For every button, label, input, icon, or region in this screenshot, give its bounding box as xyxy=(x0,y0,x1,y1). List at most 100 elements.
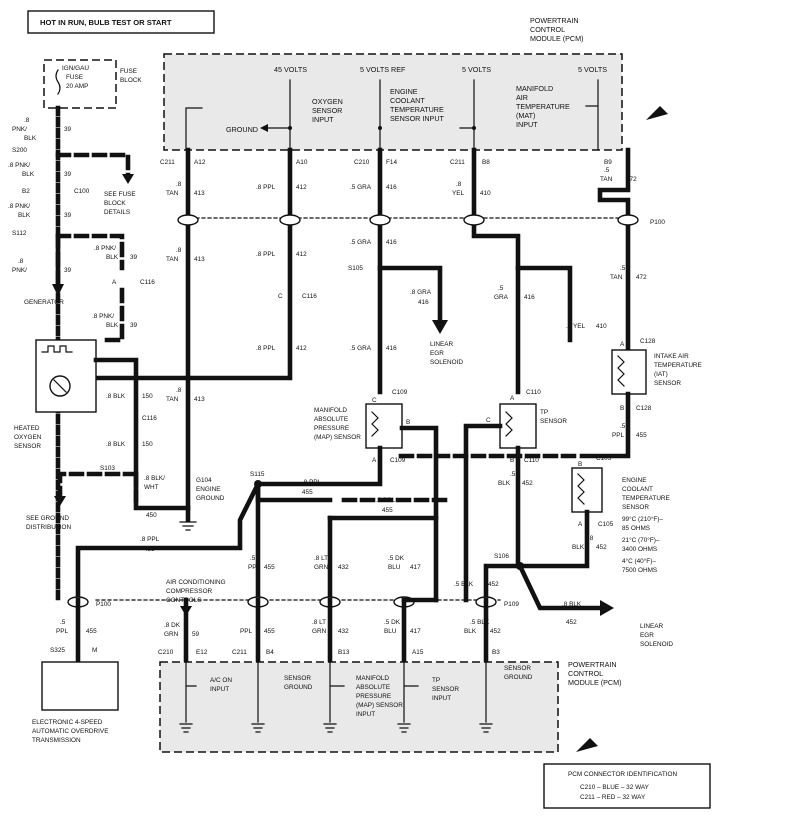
o2-input-1: OXYGEN xyxy=(312,97,343,106)
map-label-4: (MAP) SENSOR xyxy=(314,434,361,441)
pcm-iat-internal xyxy=(585,79,599,151)
w59-color: GRN xyxy=(164,631,179,638)
w413-size-2: .8 xyxy=(176,247,182,254)
power-condition-text: HOT IN RUN, BULB TEST OR START xyxy=(40,18,172,27)
w150-label-2: .8 BLK xyxy=(106,441,126,448)
w452-ect-color: BLK xyxy=(572,544,585,551)
fuse-label-line3: 20 AMP xyxy=(66,83,88,90)
o2-label-2: OXYGEN xyxy=(14,434,42,441)
pin-b9: B9 xyxy=(604,159,612,166)
wire2-size: .8 PNK/ xyxy=(8,162,30,169)
pin-c211-bot: C211 xyxy=(232,649,247,656)
fuse-block-label-1: FUSE xyxy=(120,68,137,75)
w455-iat-color: PPL xyxy=(612,432,625,439)
w417-num-2: 417 xyxy=(410,628,421,635)
trans-label-2: AUTOMATIC OVERDRIVE xyxy=(32,728,108,735)
w416-label-1: .5 GRA xyxy=(350,184,372,191)
tp-label-1: TP xyxy=(540,409,548,416)
branch-to-c116 xyxy=(55,233,125,271)
w455-down-size: .5 xyxy=(250,555,256,562)
pin-e12: E12 xyxy=(196,649,208,656)
w452-bot-num: 452 xyxy=(488,581,499,588)
w412-label-2: .8 PPL xyxy=(256,251,276,258)
wire-410-drop xyxy=(515,265,573,343)
w412-num-2: 412 xyxy=(296,251,307,258)
pcm-node-1 xyxy=(288,126,292,130)
w472-size: .5 xyxy=(604,167,610,174)
o2-label-3: SENSOR xyxy=(14,443,41,450)
pcm-top-title-2: CONTROL xyxy=(530,25,565,34)
splice-s112: S112 xyxy=(12,230,27,237)
ect-sensor-resistor xyxy=(577,473,585,505)
esd-icon-bottom xyxy=(576,738,598,752)
w150-num-1: 150 xyxy=(142,393,153,400)
iat-label-3: (IAT) xyxy=(654,371,668,378)
mat-input-4: (MAT) xyxy=(516,111,535,120)
map-in-4: (MAP) SENSOR xyxy=(356,702,403,709)
w412-label-1: .8 PPL xyxy=(256,184,276,191)
w455-b4-num: 455 xyxy=(264,628,275,635)
w455-ppl-label-b: .5 PPL xyxy=(376,497,396,504)
iat-pin-b: B xyxy=(620,405,624,412)
w455-iat-size: .5 xyxy=(620,423,626,430)
pin-b8: B8 xyxy=(482,159,490,166)
ect-spec-5: 4°C (40°F)– xyxy=(622,557,656,565)
w452-ect-num: 452 xyxy=(596,544,607,551)
trans-label-3: TRANSMISSION xyxy=(32,737,81,744)
w455-down-num: 455 xyxy=(264,564,275,571)
w410-color: YEL xyxy=(452,190,465,197)
esd-icon-top xyxy=(646,106,668,120)
pcm-node-3 xyxy=(472,126,476,130)
ect-spec-2: 85 OHMS xyxy=(622,525,650,532)
s325-label: S325 xyxy=(50,647,65,654)
w455-p-color: PPL xyxy=(56,628,69,635)
w455-trans-num: 455 xyxy=(144,546,155,553)
iat-c128-top: C128 xyxy=(640,338,656,345)
wire5-color: BLK xyxy=(106,322,119,329)
iat-label-4: SENSOR xyxy=(654,380,681,387)
c116-mid-pin: C xyxy=(278,293,283,300)
w472-color-2: TAN xyxy=(610,274,623,281)
w416-egr-num: 416 xyxy=(418,299,429,306)
ect-spec-6: 7500 OHMS xyxy=(622,567,657,574)
w413-size: .8 xyxy=(176,181,182,188)
w452-tp-color: BLK xyxy=(498,480,511,487)
egr-bot-1: LINEAR xyxy=(640,623,663,630)
wire4-size: .8 PNK/ xyxy=(94,245,116,252)
iat-label-1: INTAKE AIR xyxy=(654,353,689,360)
tp-c110-top: C110 xyxy=(526,389,541,396)
mat-input-3: TEMPERATURE xyxy=(516,102,570,111)
w432-size-2: .8 LT xyxy=(312,619,326,626)
map-c109-top: C109 xyxy=(392,389,408,396)
w452-num-2: 452 xyxy=(490,628,501,635)
ect-label-1: ENGINE xyxy=(622,477,647,484)
v45-label: 45 VOLTS xyxy=(274,65,307,74)
wire3-size: .8 PNK/ xyxy=(8,203,30,210)
map-label-3: PRESSURE xyxy=(314,425,349,432)
egr-bot-3: SOLENOID xyxy=(640,641,673,648)
ect-input-3: TEMPERATURE xyxy=(390,105,444,114)
map-label-1: MANIFOLD xyxy=(314,407,347,414)
pcm-connector-id-c211: C211 – RED – 32 WAY xyxy=(580,794,646,801)
fuse-details-3: DETAILS xyxy=(104,209,130,216)
iat-pin-a: A xyxy=(620,341,625,348)
g104-label-3: GROUND xyxy=(196,495,225,502)
pin-c211-a12-conn: C211 xyxy=(160,159,175,166)
pin-a10: A10 xyxy=(296,159,308,166)
w416-num-3: 416 xyxy=(386,345,397,352)
generator-arrow xyxy=(52,284,64,296)
o2-input-2: SENSOR xyxy=(312,106,342,115)
ac-on-1: A/C ON xyxy=(210,677,232,684)
g104-label-2: ENGINE xyxy=(196,486,221,493)
wire-416-egr xyxy=(377,265,443,327)
w416-label-3: .5 GRA xyxy=(350,345,372,352)
w452-egr-num: 452 xyxy=(566,619,577,626)
pin-a12: A12 xyxy=(194,159,206,166)
mat-input-1: MANIFOLD xyxy=(516,84,553,93)
w417-size-2: .5 DK xyxy=(384,619,401,626)
feed-wire-color: PNK/ xyxy=(12,126,27,133)
fuse-block-label-2: BLOCK xyxy=(120,77,142,84)
w416-label-2: .5 GRA xyxy=(350,239,372,246)
